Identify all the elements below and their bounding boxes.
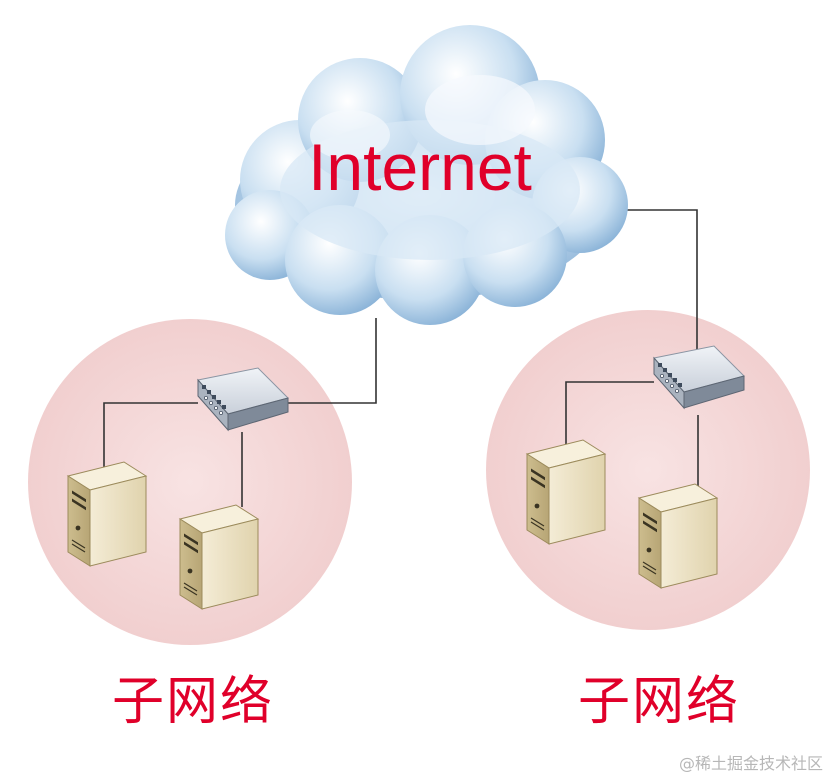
wire-cloud-to-right-switch <box>607 209 698 354</box>
switch-left <box>197 367 289 432</box>
wire-cloud-to-left-switch <box>286 318 377 404</box>
subnet-label-left: 子网络 <box>112 672 275 732</box>
switch-right <box>653 345 745 410</box>
server-left-a <box>66 461 148 567</box>
wire-right-switch-to-server-a <box>565 381 654 445</box>
wire-left-switch-to-server-a <box>103 402 198 468</box>
watermark: @稀土掘金技术社区 <box>678 754 823 773</box>
server-right-b <box>637 483 719 589</box>
internet-cloud: Internet <box>225 25 628 325</box>
network-wires <box>103 209 699 507</box>
subnet-label-right: 子网络 <box>578 672 741 732</box>
server-right-a <box>525 439 607 545</box>
cloud-label: Internet <box>308 130 532 204</box>
server-left-b <box>178 504 260 610</box>
